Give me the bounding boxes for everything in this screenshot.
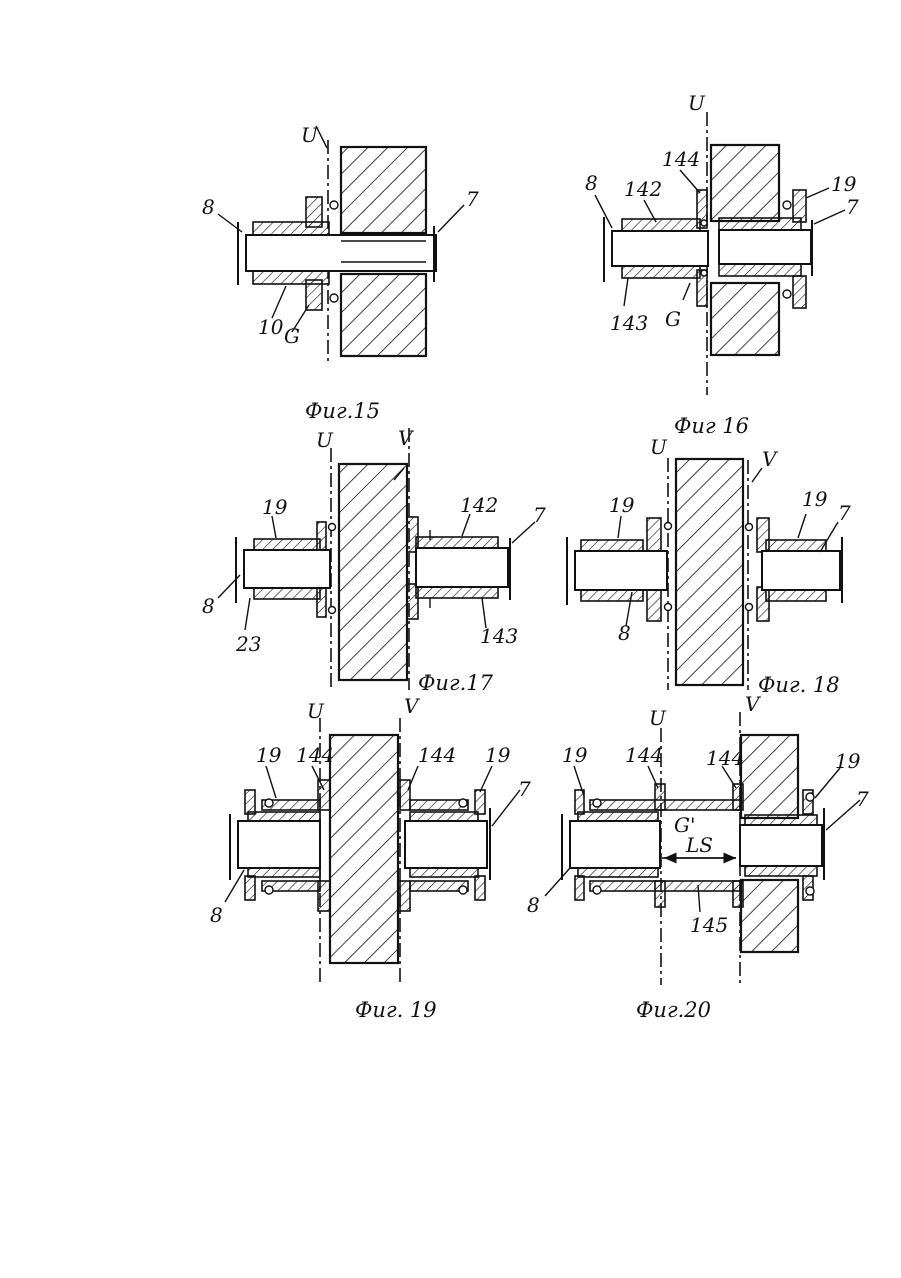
fig20-caption: Фиг.20: [636, 998, 711, 1022]
fig18-label-v: V: [762, 447, 779, 471]
fig15-label-10: 10: [258, 315, 284, 339]
fig17-label-8: 8: [202, 594, 215, 618]
fig16-label-142: 142: [624, 177, 662, 201]
fig16-caption: Фиг 16: [674, 414, 749, 438]
fig16-label-7: 7: [846, 195, 859, 219]
figure-16: U 144 8 142 19 7 143 G Фиг 16: [585, 91, 859, 438]
fig20-label-19-left: 19: [562, 743, 588, 767]
fig17-label-v: V: [398, 426, 415, 450]
figure-17: U V 19 142 7 8 23 143 Фиг.17: [202, 426, 546, 695]
fig20-label-7: 7: [856, 787, 869, 811]
fig20-label-145: 145: [690, 913, 728, 937]
fig17-label-142: 142: [460, 493, 498, 517]
figure-15: U 8 7 10 G Фиг.15: [202, 123, 479, 423]
fig19-label-u: U: [307, 699, 325, 723]
fig15-label-u: U: [301, 123, 319, 147]
fig19-label-19-left: 19: [256, 743, 282, 767]
fig19-label-v: V: [404, 694, 421, 718]
fig16-label-u: U: [688, 91, 706, 115]
fig18-label-u: U: [650, 435, 668, 459]
fig17-label-19: 19: [262, 495, 288, 519]
fig20-label-144-right: 144: [706, 746, 744, 770]
fig16-label-19: 19: [831, 172, 857, 196]
fig18-label-8: 8: [618, 621, 631, 645]
fig20-label-u: U: [649, 706, 667, 730]
fig20-label-8: 8: [527, 893, 540, 917]
fig17-label-7: 7: [533, 503, 546, 527]
fig19-label-144-right: 144: [418, 743, 456, 767]
fig15-label-7: 7: [466, 187, 479, 211]
fig16-label-8: 8: [585, 171, 598, 195]
figure-19: U V 19 144 144 19 7 8 Фиг. 19: [210, 694, 531, 1022]
figure-20: U V 19 144 144 19 7 G' LS 8 145 Фиг.20: [527, 692, 869, 1022]
fig16-label-143: 143: [610, 311, 648, 335]
fig20-label-v: V: [745, 692, 762, 716]
fig19-label-7: 7: [518, 777, 531, 801]
fig19-label-8: 8: [210, 903, 223, 927]
fig15-label-8: 8: [202, 195, 215, 219]
fig19-label-19-right: 19: [485, 743, 511, 767]
figure-18: U V 19 19 7 8 Фиг. 18: [567, 435, 851, 697]
fig18-label-7: 7: [838, 501, 851, 525]
fig18-label-19-left: 19: [609, 493, 635, 517]
fig17-caption: Фиг.17: [418, 671, 494, 695]
fig18-label-19-right: 19: [802, 487, 828, 511]
fig19-label-144-left: 144: [296, 743, 334, 767]
fig19-caption: Фиг. 19: [355, 998, 437, 1022]
fig16-label-g: G: [665, 307, 681, 331]
fig15-caption: Фиг.15: [305, 399, 380, 423]
fig17-label-143: 143: [480, 624, 518, 648]
fig18-caption: Фиг. 18: [758, 673, 840, 697]
fig15-label-g: G: [284, 324, 300, 348]
fig17-label-u: U: [316, 428, 334, 452]
fig17-label-23: 23: [235, 632, 261, 656]
fig20-label-ls: LS: [685, 833, 713, 857]
fig20-label-144-left: 144: [625, 743, 663, 767]
fig20-label-19-right: 19: [835, 749, 861, 773]
fig16-label-144: 144: [662, 147, 700, 171]
